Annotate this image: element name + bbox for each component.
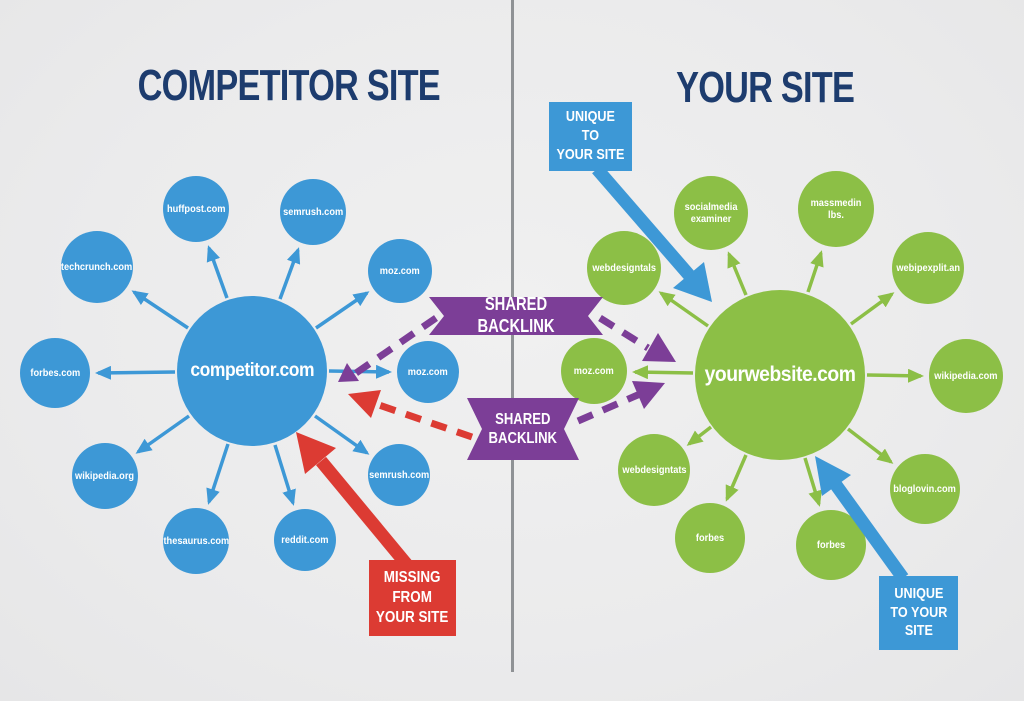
node-forbes-right-1: forbes — [675, 503, 745, 573]
shared-backlink-ribbon-mid: SHARED BACKLINK — [467, 398, 579, 460]
node-moz-mid-left-label: moz.com — [407, 365, 449, 378]
node-wikipedia-left: wikipedia.org — [72, 443, 138, 509]
node-huffpost-label: huffpost.com — [166, 202, 226, 215]
node-thesaurus: thesaurus.com — [163, 508, 229, 574]
node-webdesigntals-label: webdesigntals — [592, 261, 656, 274]
node-wikipedia-right-label: wikipedia.com — [934, 369, 998, 382]
unique-to-your-site-callout-top: UNIQUE TO YOUR SITE — [549, 102, 632, 171]
node-webipexplit-label: webipexplit.an — [896, 261, 960, 274]
node-wikipedia-right: wikipedia.com — [929, 339, 1003, 413]
node-bloglovin: bloglovin.com — [890, 454, 960, 524]
node-moz-top-left: moz.com — [368, 239, 432, 303]
your-site-title-text: YOUR SITE — [676, 63, 855, 112]
divider-line — [511, 0, 514, 672]
missing-from-your-site-callout: MISSING FROM YOUR SITE — [369, 560, 456, 636]
node-socialmedia-examiner-label: socialmedia examiner — [684, 200, 738, 225]
node-techcrunch: techcrunch.com — [61, 231, 133, 303]
node-moz-right-label: moz.com — [573, 364, 615, 377]
competitor-spoke-arrows — [95, 245, 392, 506]
competitor-hub-node: competitor.com — [177, 296, 327, 446]
shared-backlink-dashed-connectors — [338, 315, 676, 441]
competitor-hub-label: competitor.com — [190, 360, 314, 381]
node-webdesigntats-label: webdesigntats — [621, 463, 687, 476]
node-techcrunch-label: techcrunch.com — [61, 260, 133, 273]
node-moz-right: moz.com — [561, 338, 627, 404]
node-bloglovin-label: bloglovin.com — [893, 482, 957, 495]
node-forbes-left-label: forbes.com — [30, 366, 80, 379]
node-forbes-right-2: forbes — [796, 510, 866, 580]
node-webdesigntats: webdesigntats — [618, 434, 690, 506]
node-thesaurus-label: thesaurus.com — [163, 534, 229, 547]
node-huffpost: huffpost.com — [163, 176, 229, 242]
competitor-site-title-text: COMPETITOR SITE — [137, 61, 441, 110]
unique-to-your-site-arrow-top — [592, 164, 712, 302]
node-reddit: reddit.com — [274, 509, 336, 571]
unique-to-your-site-callout-bottom: UNIQUE TO YOUR SITE — [879, 576, 958, 650]
competitor-site-title: COMPETITOR SITE — [95, 64, 441, 108]
missing-from-your-site-arrow — [296, 432, 414, 571]
shared-backlink-ribbon-mid-label: SHARED BACKLINK — [488, 410, 558, 447]
node-semrush-bottom-label: semrush.com — [368, 468, 430, 481]
node-moz-top-left-label: moz.com — [379, 264, 421, 277]
shared-backlink-ribbon-top: SHARED BACKLINK — [429, 297, 603, 335]
your-site-title: YOUR SITE — [605, 66, 925, 110]
node-semrush-bottom: semrush.com — [368, 444, 430, 506]
missing-from-your-site-label: MISSING FROM YOUR SITE — [376, 569, 449, 626]
node-massmedin-label: massmedin lbs. — [810, 196, 862, 221]
node-moz-mid-left: moz.com — [397, 341, 459, 403]
node-webipexplit: webipexplit.an — [892, 232, 964, 304]
unique-to-your-site-bottom-label: UNIQUE TO YOUR SITE — [890, 584, 947, 640]
node-forbes-right-1-label: forbes — [695, 531, 725, 544]
node-reddit-label: reddit.com — [281, 533, 329, 546]
unique-to-your-site-top-label: UNIQUE TO YOUR SITE — [556, 108, 625, 163]
shared-backlink-ribbon-top-label: SHARED BACKLINK — [477, 294, 555, 336]
node-massmedin: massmedin lbs. — [798, 171, 874, 247]
your-site-hub-node: yourwebsite.com — [695, 290, 865, 460]
node-forbes-right-2-label: forbes — [816, 538, 846, 551]
your-site-hub-label: yourwebsite.com — [704, 363, 856, 386]
node-semrush-top: semrush.com — [280, 179, 346, 245]
node-webdesigntals: webdesigntals — [587, 231, 661, 305]
your-site-spoke-arrows — [632, 250, 924, 507]
node-socialmedia-examiner: socialmedia examiner — [674, 176, 748, 250]
node-semrush-top-label: semrush.com — [282, 205, 344, 218]
node-forbes-left: forbes.com — [20, 338, 90, 408]
unique-to-your-site-arrow-bottom — [815, 456, 909, 582]
node-wikipedia-left-label: wikipedia.org — [75, 469, 135, 482]
